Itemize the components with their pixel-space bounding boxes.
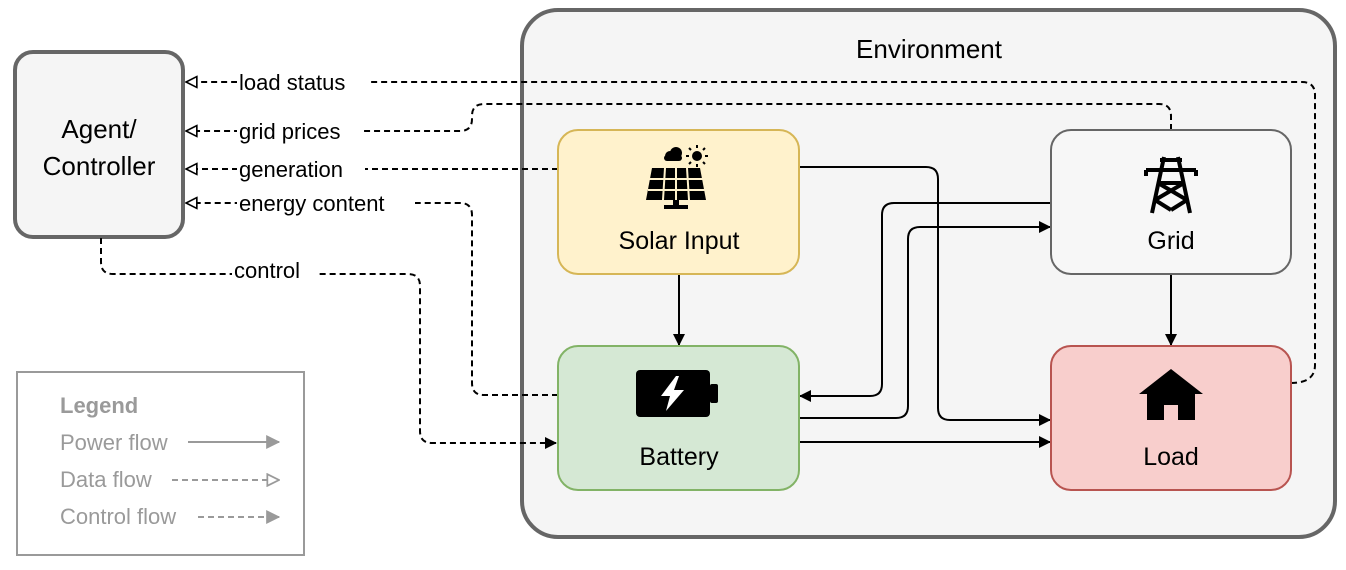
- label-generation: generation: [239, 157, 343, 182]
- house-icon: [1139, 369, 1203, 420]
- solar-input-label: Solar Input: [619, 227, 740, 255]
- label-control: control: [234, 258, 300, 283]
- control-flow-agent-to-battery: [100, 238, 557, 449]
- control-flows: [100, 238, 557, 449]
- solar-input-node[interactable]: Solar Input: [557, 129, 800, 275]
- legend-data-label: Data flow: [60, 467, 152, 492]
- agent-controller-node[interactable]: Agent/ Controller: [13, 50, 185, 239]
- grid-label: Grid: [1147, 227, 1194, 255]
- grid-node[interactable]: Grid: [1050, 129, 1292, 275]
- load-label: Load: [1143, 443, 1199, 471]
- legend-power-label: Power flow: [60, 430, 168, 455]
- load-node[interactable]: Load: [1050, 345, 1292, 491]
- legend-control-label: Control flow: [60, 504, 176, 529]
- edge-labels: load status grid prices generation energ…: [232, 69, 415, 284]
- legend-title: Legend: [60, 393, 138, 418]
- data-flow-energy-content: [186, 203, 558, 396]
- battery-label: Battery: [639, 443, 719, 471]
- battery-node[interactable]: Battery: [557, 345, 800, 491]
- power-flows: [673, 166, 1177, 448]
- data-flow-grid-prices: [186, 103, 1172, 131]
- label-load-status: load status: [239, 70, 345, 95]
- agent-label-line1: Agent/: [61, 114, 137, 144]
- solar-panel-icon: [646, 145, 708, 209]
- environment-title: Environment: [856, 34, 1003, 64]
- label-energy-content: energy content: [239, 191, 385, 216]
- battery-icon: [636, 370, 718, 417]
- power-flow-solar-to-load: [800, 166, 1051, 426]
- power-flow-grid-to-battery: [799, 202, 1050, 402]
- legend: Legend Power flow Data flow Control flow: [16, 371, 305, 556]
- power-flow-battery-to-grid: [800, 221, 1051, 419]
- label-grid-prices: grid prices: [239, 119, 340, 144]
- power-tower-icon: [1144, 156, 1198, 214]
- data-flow-load-status: [186, 82, 1316, 384]
- agent-label-line2: Controller: [43, 151, 156, 181]
